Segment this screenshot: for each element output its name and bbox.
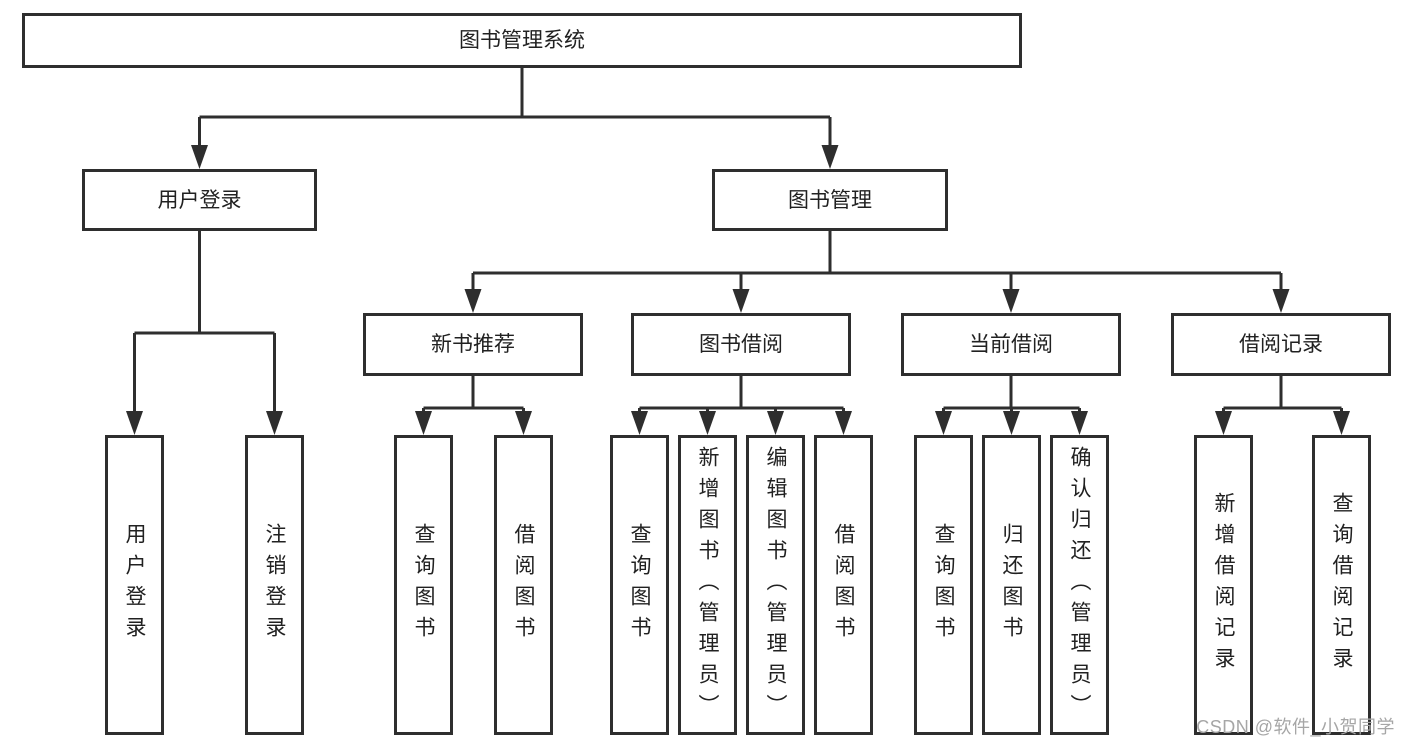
leaf-user-login: 用户登录	[105, 435, 164, 735]
leaf-edit-book-admin-label: 编辑图书（管理员）	[764, 445, 787, 725]
arrow-down-icon	[732, 289, 750, 313]
leaf-confirm-return-admin: 确认归还（管理员）	[1050, 435, 1109, 735]
leaf-logout-label: 注销登录	[263, 523, 286, 647]
arrow-down-icon	[191, 145, 208, 169]
arrow-down-icon	[1002, 289, 1020, 313]
node-borrow-records-label: 借阅记录	[1239, 333, 1323, 356]
leaf-query-books-recommend-label: 查询图书	[412, 523, 435, 647]
node-root-label: 图书管理系统	[459, 29, 585, 52]
leaf-query-books-current-label: 查询图书	[932, 523, 955, 647]
node-current-borrow-label: 当前借阅	[969, 333, 1053, 356]
arrow-down-icon	[1071, 411, 1088, 435]
node-new-book-recommend-label: 新书推荐	[431, 333, 515, 356]
leaf-borrow-books-recommend-label: 借阅图书	[512, 523, 535, 647]
arrow-down-icon	[1003, 411, 1020, 435]
node-book-management: 图书管理	[712, 169, 948, 231]
arrow-down-icon	[415, 411, 432, 435]
leaf-return-books: 归还图书	[982, 435, 1041, 735]
csdn-watermark: CSDN @软件_小贺同学	[1196, 717, 1395, 737]
leaf-logout: 注销登录	[245, 435, 304, 735]
leaf-return-books-label: 归还图书	[1000, 523, 1023, 647]
node-new-book-recommend: 新书推荐	[363, 313, 583, 376]
connector-edges	[133, 68, 1343, 414]
node-borrow-records: 借阅记录	[1171, 313, 1391, 376]
leaf-add-borrow-record-label: 新增借阅记录	[1212, 492, 1235, 678]
leaf-query-books-recommend: 查询图书	[394, 435, 453, 735]
arrow-down-icon	[835, 411, 852, 435]
node-current-borrow: 当前借阅	[901, 313, 1121, 376]
node-user-login-label: 用户登录	[157, 188, 242, 212]
node-root: 图书管理系统	[22, 13, 1022, 68]
arrow-down-icon	[266, 411, 283, 435]
leaf-borrow-books-recommend: 借阅图书	[494, 435, 553, 735]
node-book-borrow-label: 图书借阅	[699, 333, 783, 356]
leaf-borrow-books-label: 借阅图书	[832, 523, 855, 647]
leaf-query-books-borrow: 查询图书	[610, 435, 669, 735]
leaf-query-books-borrow-label: 查询图书	[628, 523, 651, 647]
arrow-down-icon	[767, 411, 784, 435]
node-book-management-label: 图书管理	[788, 188, 872, 212]
arrow-down-icon	[1215, 411, 1232, 435]
leaf-confirm-return-admin-label: 确认归还（管理员）	[1068, 445, 1091, 725]
leaf-borrow-books: 借阅图书	[814, 435, 873, 735]
arrow-down-icon	[1272, 289, 1290, 313]
arrow-down-icon	[935, 411, 952, 435]
leaf-add-borrow-record: 新增借阅记录	[1194, 435, 1253, 735]
leaf-query-books-current: 查询图书	[914, 435, 973, 735]
leaf-edit-book-admin: 编辑图书（管理员）	[746, 435, 805, 735]
node-user-login: 用户登录	[82, 169, 317, 231]
leaf-query-borrow-record: 查询借阅记录	[1312, 435, 1371, 735]
leaf-add-book-admin-label: 新增图书（管理员）	[696, 445, 719, 725]
arrow-down-icon	[126, 411, 143, 435]
arrow-down-icon	[464, 289, 482, 313]
leaf-add-book-admin: 新增图书（管理员）	[678, 435, 737, 735]
arrow-down-icon	[821, 145, 839, 169]
arrow-down-icon	[631, 411, 648, 435]
arrowhead-icons	[126, 145, 1350, 435]
leaf-query-borrow-record-label: 查询借阅记录	[1330, 492, 1353, 678]
leaf-user-login-label: 用户登录	[123, 523, 146, 647]
node-book-borrow: 图书借阅	[631, 313, 851, 376]
arrow-down-icon	[515, 411, 532, 435]
arrow-down-icon	[699, 411, 716, 435]
arrow-down-icon	[1333, 411, 1350, 435]
